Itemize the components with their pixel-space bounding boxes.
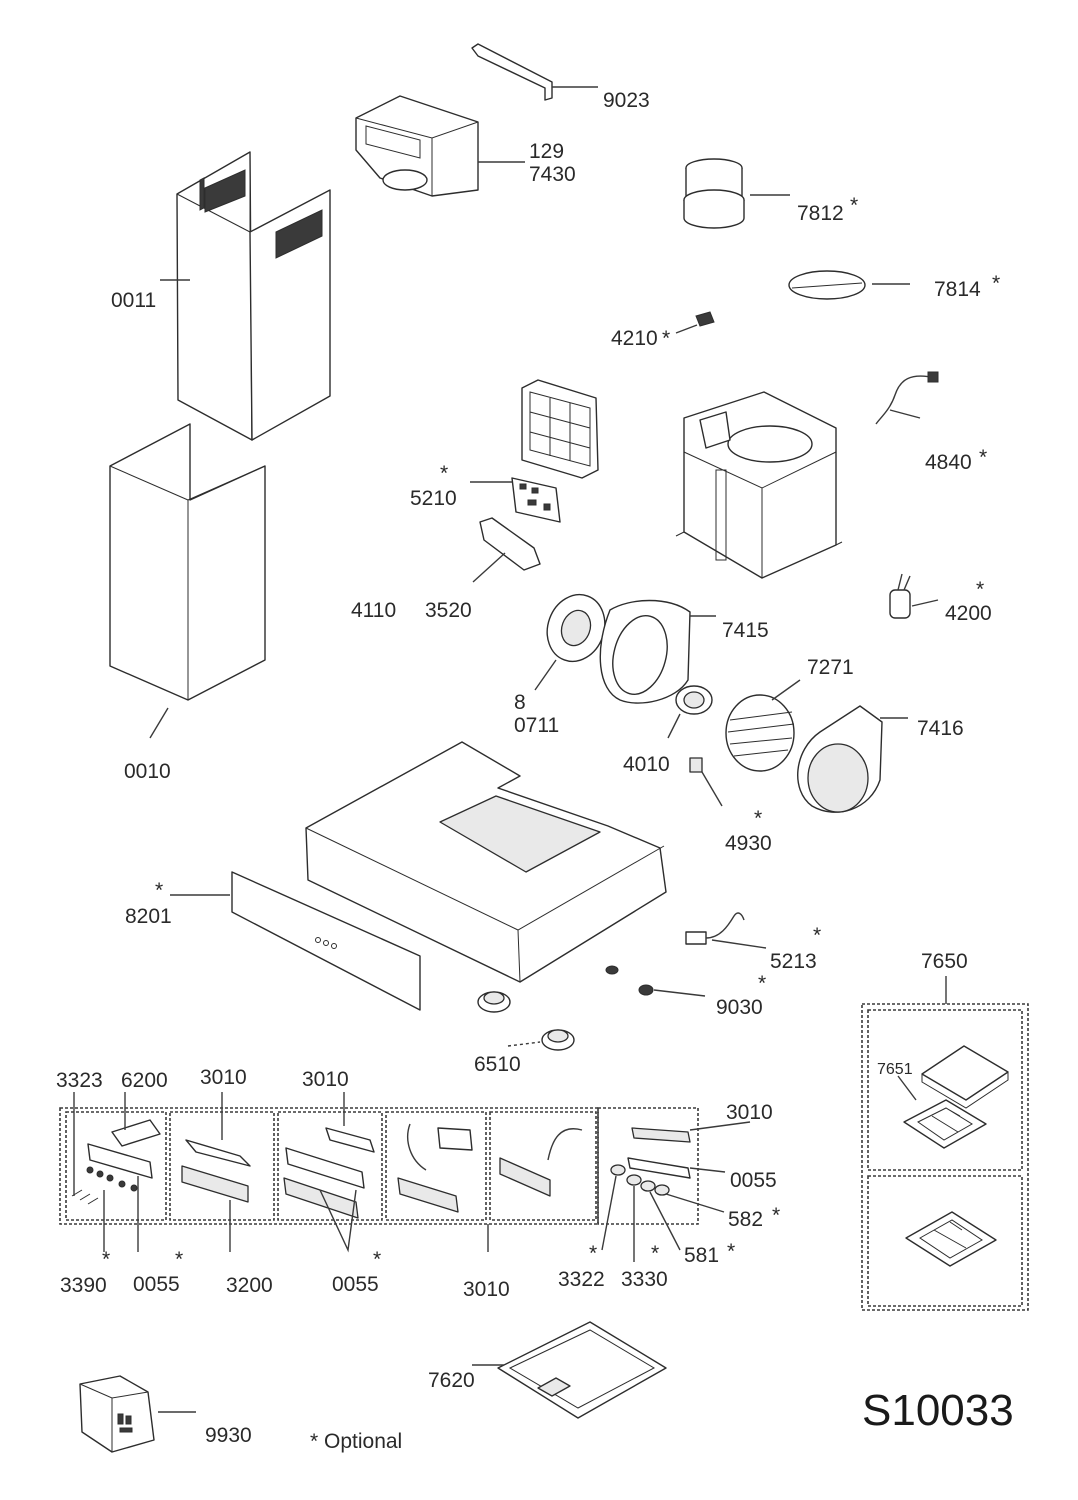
part-0011-upper-chimney	[160, 151, 331, 441]
label-3010-b: 3010	[302, 1068, 349, 1091]
mark-0055-c: *	[373, 1248, 381, 1271]
part-7430-adapter	[355, 95, 525, 197]
part-4010-motor	[667, 685, 713, 739]
part-7650-filter-kit	[861, 976, 1029, 1311]
label-0711: 0711	[514, 714, 559, 737]
reference-code: S10033	[862, 1386, 1014, 1435]
part-4930-switch	[689, 757, 723, 807]
label-7814: 7814	[934, 278, 981, 301]
part-3520-cover	[472, 517, 541, 583]
mark-4210: *	[662, 327, 670, 350]
label-7430: 7430	[529, 163, 576, 186]
label-7415: 7415	[722, 619, 769, 642]
label-0010: 0010	[124, 760, 171, 783]
label-4010: 4010	[623, 753, 670, 776]
label-3520: 3520	[425, 599, 472, 622]
part-9030-feet	[605, 965, 706, 997]
label-4930: 4930	[725, 832, 772, 855]
label-7812: 7812	[797, 202, 844, 225]
label-6510: 6510	[474, 1053, 521, 1076]
label-0055-b: 0055	[133, 1273, 180, 1296]
part-7271-impeller	[725, 679, 801, 772]
label-3010-d: 3010	[726, 1101, 773, 1124]
label-0011: 0011	[111, 289, 156, 312]
part-9930-bag	[79, 1375, 196, 1453]
part-9023-bracket	[471, 43, 598, 101]
label-8201: 8201	[125, 905, 172, 928]
label-581: 581	[684, 1244, 719, 1267]
label-0055-a: 0055	[730, 1169, 777, 1192]
label-3330: 3330	[621, 1268, 668, 1291]
label-0055-c: 0055	[332, 1273, 379, 1296]
label-4840: 4840	[925, 451, 972, 474]
part-0010-lower-chimney	[109, 423, 266, 739]
part-6510-knobs	[477, 991, 575, 1051]
mark-3390: *	[102, 1248, 110, 1271]
part-0711-disc	[534, 593, 606, 691]
label-4210: 4210	[611, 327, 658, 350]
label-6200: 6200	[121, 1069, 168, 1092]
label-5210: 5210	[410, 487, 457, 510]
control-boards-row	[59, 1092, 751, 1262]
part-motor-housing	[675, 391, 843, 579]
part-7416-scroll	[797, 705, 908, 813]
part-4840-cable	[875, 371, 939, 425]
label-3390: 3390	[60, 1274, 107, 1297]
part-5210-filter-pcb	[470, 379, 599, 523]
label-7620: 7620	[428, 1369, 475, 1392]
mark-0055-b: *	[175, 1248, 183, 1271]
mark-9030: *	[758, 972, 766, 995]
mark-581: *	[727, 1240, 735, 1263]
mark-582: *	[772, 1204, 780, 1227]
mark-5213: *	[813, 924, 821, 947]
part-4200-capacitor	[889, 573, 939, 619]
label-3322: 3322	[558, 1268, 605, 1291]
label-3010-a: 3010	[200, 1066, 247, 1089]
part-7814-flap	[788, 270, 910, 300]
mark-4930: *	[754, 807, 762, 830]
mark-7812: *	[850, 194, 858, 217]
mark-5210: *	[440, 462, 448, 485]
label-4200: 4200	[945, 602, 992, 625]
part-7620-filter	[472, 1321, 667, 1419]
label-582: 582	[728, 1208, 763, 1231]
label-4110: 4110	[351, 599, 396, 622]
mark-4840: *	[979, 446, 987, 469]
mark-3330: *	[651, 1242, 659, 1265]
part-labels: 9023 129 7430 7812 * 7814 * 0011 4210 * …	[56, 89, 1014, 1453]
label-7416: 7416	[917, 717, 964, 740]
mark-4200: *	[976, 578, 984, 601]
part-5213-cable	[685, 912, 767, 949]
label-3200: 3200	[226, 1274, 273, 1297]
part-hood-body	[170, 741, 667, 983]
label-7651: 7651	[877, 1061, 913, 1078]
part-7812-collar	[683, 158, 790, 229]
label-7650: 7650	[921, 950, 968, 973]
label-9930: 9930	[205, 1424, 252, 1447]
footnote-optional: * Optional	[310, 1430, 402, 1453]
part-7415-scroll	[599, 599, 716, 704]
mark-3322: *	[589, 1242, 597, 1265]
label-5213: 5213	[770, 950, 817, 973]
part-8201-front-panel	[231, 871, 421, 1011]
mark-8201: *	[155, 879, 163, 902]
label-129: 129	[529, 140, 564, 163]
mark-7814: *	[992, 272, 1000, 295]
label-8: 8	[514, 691, 526, 714]
label-3323: 3323	[56, 1069, 103, 1092]
part-4210-clip	[675, 311, 715, 334]
label-9023: 9023	[603, 89, 650, 112]
label-3010-c: 3010	[463, 1278, 510, 1301]
label-9030: 9030	[716, 996, 763, 1019]
label-7271: 7271	[807, 656, 854, 679]
